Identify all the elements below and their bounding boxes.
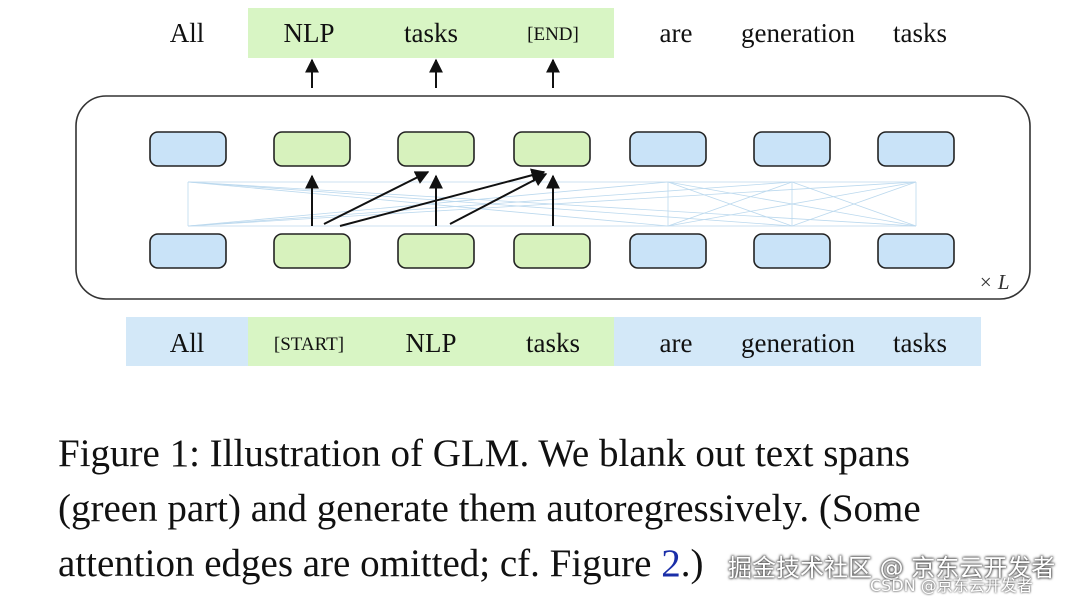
figure-reference-link[interactable]: 2	[661, 542, 681, 585]
input-span-band	[248, 317, 614, 366]
attention-arrow	[339, 168, 546, 227]
caption-text: .)	[680, 542, 704, 585]
hidden-node	[397, 131, 475, 167]
hidden-node	[629, 131, 707, 167]
figure-caption: Figure 1: Illustration of GLM. We blank …	[58, 426, 1068, 591]
input-token: are	[660, 328, 693, 358]
input-context-band	[614, 317, 981, 366]
output-arrows	[305, 58, 560, 88]
output-token: are	[660, 18, 693, 48]
attention-arrow	[449, 173, 548, 225]
hidden-node	[513, 233, 591, 269]
hidden-node	[753, 233, 831, 269]
hidden-node	[877, 233, 955, 269]
hidden-node	[273, 131, 351, 167]
caption-line: Figure 1: Illustration of GLM. We blank …	[58, 432, 910, 475]
input-token-row: All [START] NLP tasks are generation tas…	[126, 317, 981, 366]
watermark-sub: CSDN @京东云开发者	[870, 576, 1033, 595]
output-token: tasks	[404, 18, 458, 48]
input-token: All	[170, 328, 205, 358]
caption-text: attention edges are omitted; cf. Figure	[58, 542, 662, 585]
input-token: [START]	[274, 334, 344, 355]
output-token: All	[170, 18, 205, 48]
input-context-band	[126, 317, 248, 366]
input-token: NLP	[405, 328, 456, 358]
upper-node-row	[149, 131, 955, 167]
caption-line: (green part) and generate them autoregre…	[58, 487, 921, 530]
watermark: 掘金技术社区 @ 京东云开发者	[728, 554, 1056, 582]
hidden-node	[877, 131, 955, 167]
input-token: tasks	[893, 328, 947, 358]
output-token: NLP	[283, 18, 334, 48]
hidden-node	[273, 233, 351, 269]
hidden-node	[397, 233, 475, 269]
hidden-node	[149, 131, 227, 167]
output-token: [END]	[527, 24, 579, 45]
attention-arrow	[323, 171, 430, 225]
input-token: tasks	[526, 328, 580, 358]
glm-diagram: All NLP tasks [END] are generation tasks	[75, 8, 1031, 366]
hidden-node	[629, 233, 707, 269]
hidden-node	[149, 233, 227, 269]
input-token: generation	[741, 328, 855, 358]
caption-line: attention edges are omitted; cf. Figure …	[58, 536, 1068, 591]
hidden-node	[513, 131, 591, 167]
layer-count-label: × L	[978, 270, 1009, 294]
autoregressive-arrows	[305, 168, 560, 227]
hidden-node	[753, 131, 831, 167]
lower-node-row	[149, 233, 955, 269]
output-highlight-band	[248, 8, 614, 58]
output-token-row: All NLP tasks [END] are generation tasks	[170, 8, 947, 58]
output-token: generation	[741, 18, 855, 48]
output-token: tasks	[893, 18, 947, 48]
